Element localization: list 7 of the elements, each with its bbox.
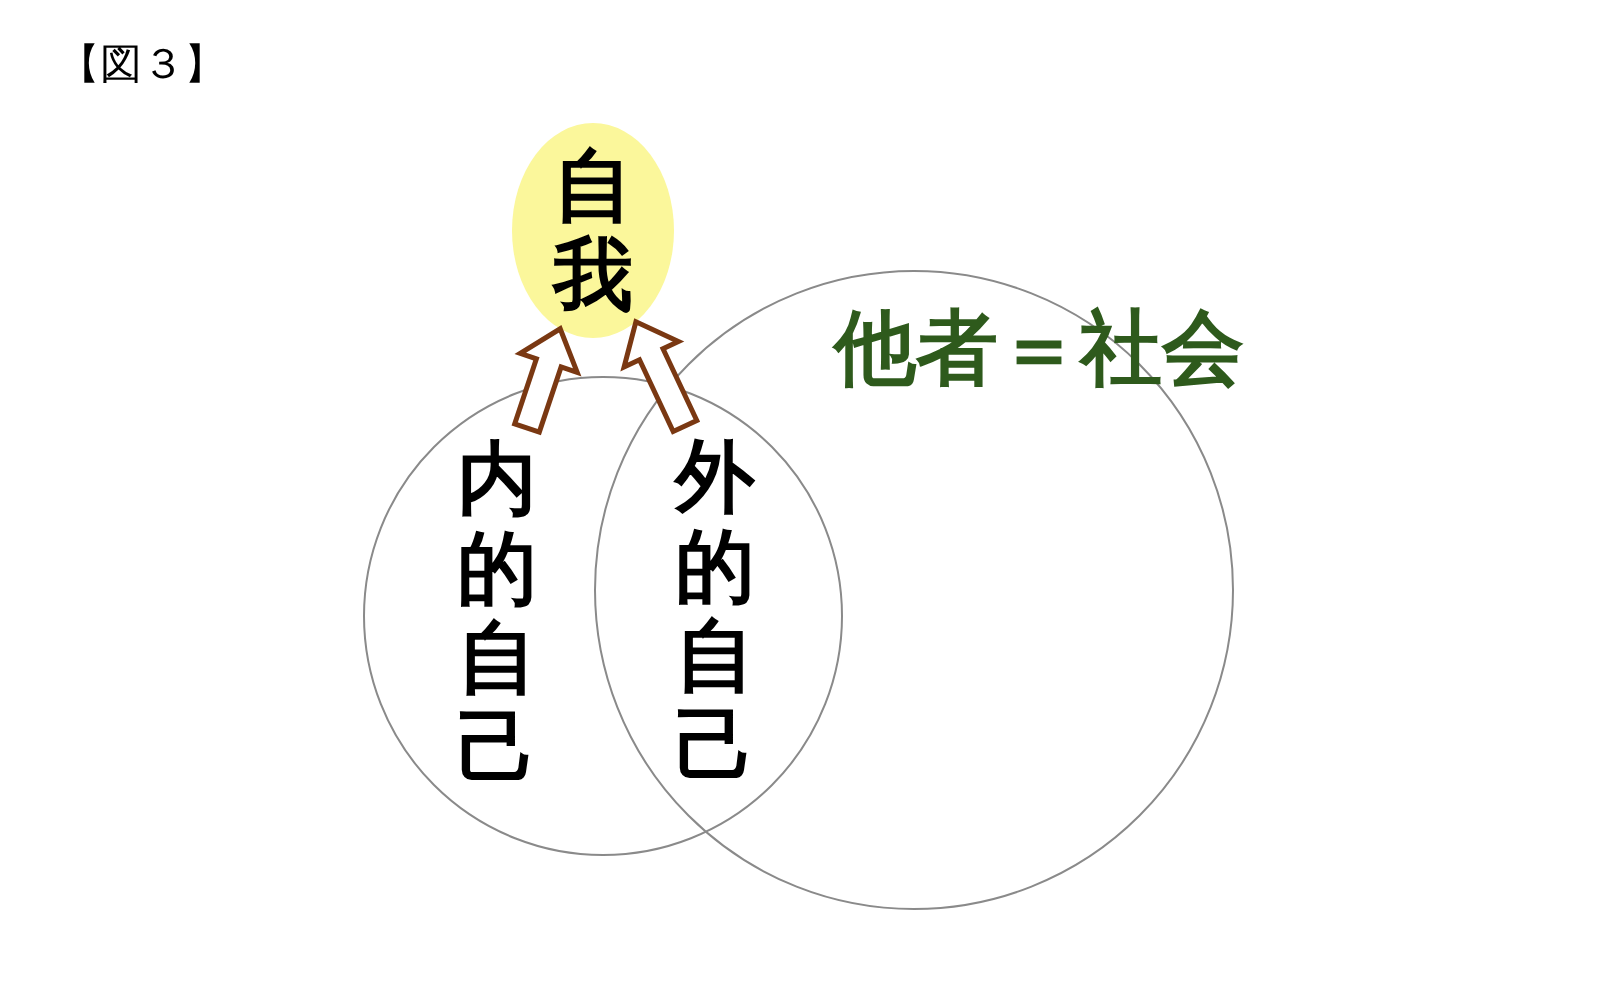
figure-title: 【図３】	[58, 38, 226, 90]
ellipse-label: 自我	[553, 140, 633, 321]
block-arrow	[511, 325, 582, 436]
circle-label: 内的自己	[457, 434, 537, 793]
vertical-label: 外的自己	[670, 432, 760, 802]
circle-label: 他者＝社会	[834, 299, 1244, 397]
block-arrow	[620, 318, 701, 435]
